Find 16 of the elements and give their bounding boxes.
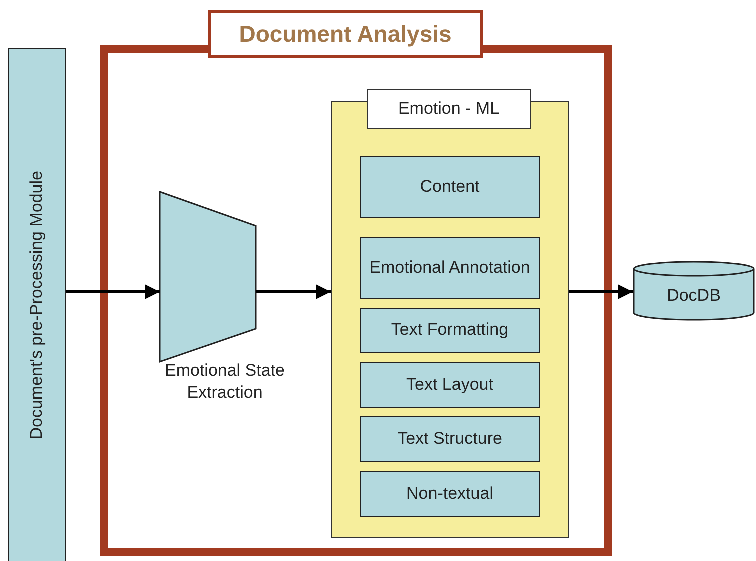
component-box: Emotional Annotation (360, 237, 540, 299)
component-box: Text Structure (360, 416, 540, 462)
component-box: Non-textual (360, 471, 540, 517)
trapezoid-shape (160, 192, 256, 362)
arrow (256, 284, 331, 300)
arrow (569, 284, 633, 300)
shape-caption: Emotional State Extraction (164, 360, 286, 404)
component-box: Content (360, 156, 540, 218)
shape-label: DocDB (667, 286, 721, 306)
module-label: Document's pre-Processing Module (27, 170, 47, 440)
component-box: Text Layout (360, 362, 540, 408)
arrow (66, 284, 160, 300)
frame-title: Document Analysis (208, 10, 483, 58)
panel-title: Emotion - ML (367, 89, 531, 129)
module-bar (8, 48, 66, 561)
component-box: Text Formatting (360, 308, 540, 353)
